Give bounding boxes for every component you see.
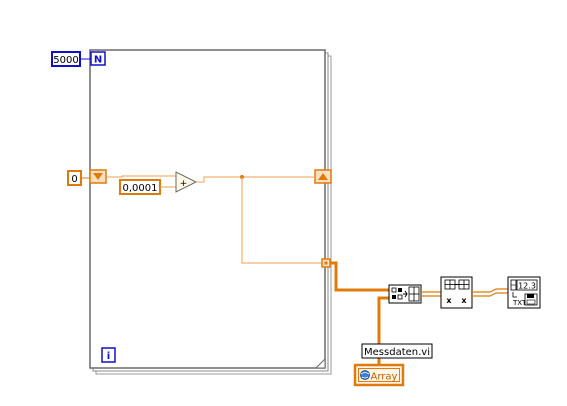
svg-text:x: x — [461, 296, 467, 305]
svg-text:TXT: TXT — [512, 299, 527, 307]
increment-value: 0,0001 — [123, 183, 158, 194]
add-to-sr-wire — [196, 176, 315, 183]
initial-value: 0 — [71, 174, 77, 185]
messdaten-array-node[interactable]: Array — [353, 363, 405, 387]
transpose-to-write-wire — [472, 288, 508, 297]
build-array-icon[interactable] — [388, 284, 422, 304]
initial-value-constant[interactable]: 0 — [67, 170, 82, 186]
transpose-array-icon[interactable]: x x — [440, 276, 473, 309]
tunnel-to-build-array-wire — [330, 261, 389, 292]
add-symbol: + — [180, 179, 188, 189]
branch-to-tunnel-wire — [241, 177, 322, 264]
shift-register-left[interactable] — [89, 169, 107, 184]
svg-text:12.3: 12.3 — [518, 282, 536, 291]
svg-text:x: x — [446, 296, 452, 305]
loop-count-label: N — [94, 55, 102, 66]
messdaten-label: Messdaten.vi — [361, 343, 433, 359]
array-label: Array — [371, 372, 398, 383]
iteration-label: i — [107, 351, 110, 362]
loop-count-constant[interactable]: 5000 — [51, 51, 81, 67]
loop-count-value: 5000 — [53, 55, 78, 66]
messdaten-to-build-array-wire — [377, 296, 389, 365]
for-loop[interactable] — [89, 49, 332, 375]
sr-to-add-wire — [106, 175, 176, 178]
write-spreadsheet-file-icon[interactable]: 12.3 TXT — [507, 276, 541, 309]
messdaten-label-text: Messdaten.vi — [364, 347, 430, 358]
loop-count-terminal[interactable]: N — [90, 51, 106, 66]
increment-constant[interactable]: 0,0001 — [119, 179, 161, 195]
output-tunnel[interactable] — [321, 258, 331, 268]
globe-icon — [360, 370, 370, 380]
build-array-to-transpose-wire — [421, 291, 441, 297]
shift-register-right[interactable] — [314, 169, 332, 184]
iteration-terminal[interactable]: i — [101, 347, 116, 363]
add-node[interactable]: + — [175, 171, 198, 193]
